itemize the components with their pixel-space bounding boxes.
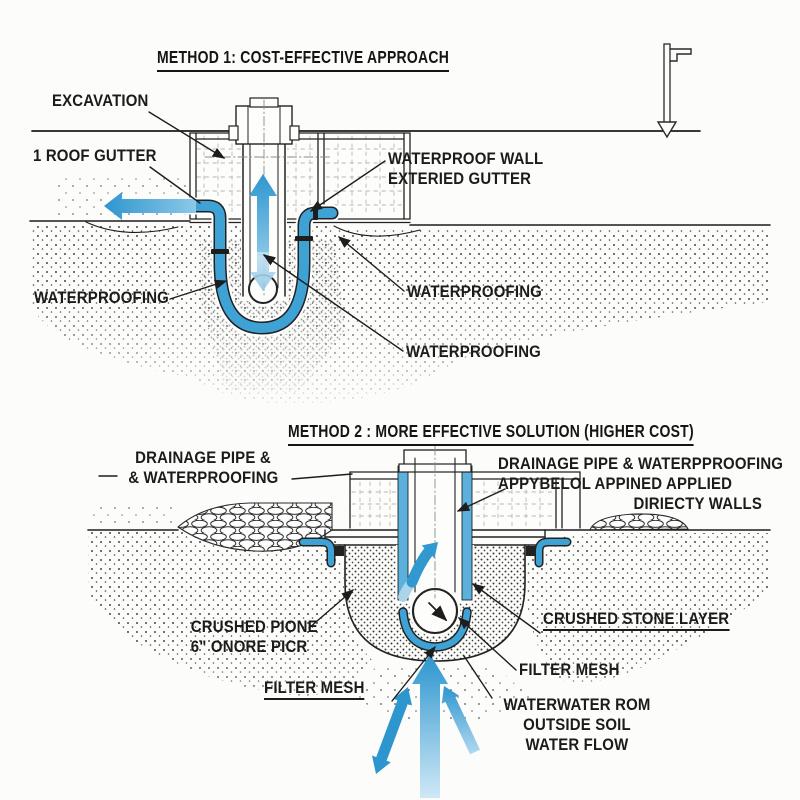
- label-water-flow: WATERWATER ROM OUTSIDE SOIL WATER FLOW: [498, 695, 656, 755]
- m2-seal-left: [330, 546, 344, 556]
- m2-seal-right: [526, 546, 540, 556]
- label-crushed-stone-layer-text: CRUSHED STONE LAYER: [543, 609, 730, 631]
- m1-arrow-left: [104, 192, 196, 220]
- m2-lining-right: [461, 465, 473, 601]
- m1-flow-arrows: [104, 174, 277, 291]
- m1-leader-lines: [148, 111, 405, 352]
- m2-arrow-middle: [412, 654, 448, 798]
- label-crushed-stone-layer: CRUSHED STONE LAYER: [543, 609, 730, 631]
- m1-soil-fade: [25, 296, 780, 411]
- method1-drawing: [25, 43, 780, 411]
- m2-wall-shaft: [397, 445, 473, 601]
- m2-pipe-inner-arrow: [428, 602, 448, 622]
- label-waterproofing-left: WATERPROOFING: [34, 288, 169, 307]
- m2-gravel-layer: [177, 502, 689, 552]
- m2-arrow-right: [441, 686, 480, 755]
- label-drainage-pipe-right: DRAINAGE PIPE & WATERPPROOFING APPYBELOL…: [498, 454, 784, 514]
- label-drainage-left-line2: & WATERPROOFING: [128, 468, 279, 487]
- label-water-flow-line1: WATERWATER ROM: [503, 695, 651, 714]
- label-waterproofing-bottom: WATERPROOFING: [406, 342, 541, 361]
- label-filter-mesh-left: FILTER MESH: [264, 678, 365, 700]
- label-filter-mesh-right: FILTER MESH: [519, 660, 620, 679]
- label-crushed-stone-left: CRUSHED PIONE 6" ONORE PICR: [190, 617, 318, 657]
- m1-trench-box: [189, 132, 411, 224]
- m1-wall-shaft: [204, 97, 331, 307]
- label-drainage-right-line2: APPYBELOL APPINED APPLIED: [498, 474, 733, 493]
- label-crushed-left-line1: CRUSHED PIONE: [190, 617, 318, 636]
- label-roof-gutter: 1 ROOF GUTTER: [33, 146, 157, 165]
- label-waterproofing-right: WATERPROOFING: [407, 282, 542, 301]
- label-crushed-left-line2: 6" ONORE PICR: [190, 637, 308, 656]
- benchmark-pole-icon: [656, 43, 692, 139]
- label-drainage-right-line3: DIRIECTY WALLS: [633, 494, 762, 513]
- m2-drainage-elbows: [298, 537, 572, 568]
- label-water-flow-line2: OUTSIDE SOIL: [523, 715, 631, 734]
- label-waterproof-wall-line2: EXTERIED GUTTER: [388, 169, 532, 188]
- method1-title: METHOD 1: COST-EFFECTIVE APPROACH: [157, 47, 450, 72]
- m2-lining-left: [397, 465, 409, 601]
- m2-flow-arrow-up: [398, 542, 438, 602]
- label-drainage-right-line1: DRAINAGE PIPE & WATERPPROOFING: [498, 454, 784, 473]
- m2-arrow-left-double: [372, 687, 412, 774]
- m1-ground-line-lower: [29, 220, 771, 237]
- m1-drain-pipe: [177, 197, 341, 337]
- label-waterproof-wall: WATERPROOF WALL EXTERIED GUTTER: [388, 149, 543, 189]
- m1-arrow-up: [249, 174, 277, 256]
- method2-title: METHOD 2 : MORE EFFECTIVE SOLUTION (HIGH…: [288, 421, 694, 446]
- m1-wall-hatch-grid: [196, 135, 404, 217]
- label-filter-mesh-left-text: FILTER MESH: [264, 678, 365, 700]
- method2-drawing: [25, 445, 780, 798]
- label-excavation: EXCAVATION: [52, 91, 149, 110]
- m2-groundwater-arrows: [372, 654, 480, 798]
- m2-leader-lines: [98, 473, 541, 702]
- label-waterproof-wall-line1: WATERPROOF WALL: [388, 149, 544, 168]
- label-water-flow-line3: WATER FLOW: [525, 735, 629, 754]
- label-drainage-pipe-left: DRAINAGE PIPE & & WATERPROOFING: [128, 448, 278, 488]
- m1-arrow-down-light: [250, 252, 276, 291]
- label-drainage-left-line1: DRAINAGE PIPE &: [135, 448, 271, 467]
